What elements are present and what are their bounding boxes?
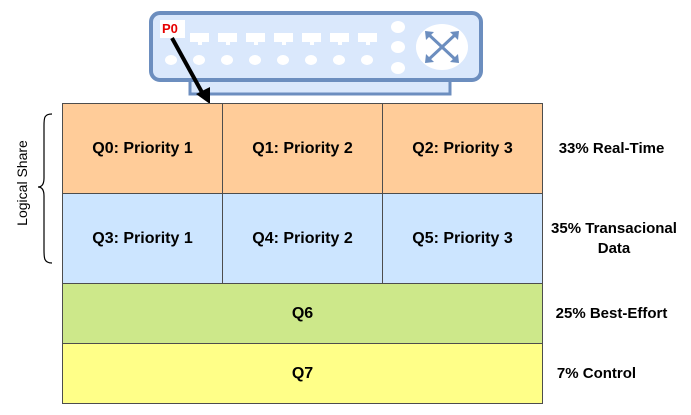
port-p0-highlight bbox=[160, 20, 185, 38]
device-port-row-top bbox=[190, 33, 377, 45]
queue-cell-q1: Q1: Priority 2 bbox=[222, 103, 383, 194]
router-icon bbox=[416, 24, 468, 70]
share-label-control: 7% Control bbox=[556, 364, 637, 382]
queue-cell-q5: Q5: Priority 3 bbox=[382, 193, 543, 284]
queue-cell-q6: Q6 bbox=[62, 283, 543, 344]
queue-cell-q2: Q2: Priority 3 bbox=[382, 103, 543, 194]
flow-arrow bbox=[170, 37, 210, 104]
share-label-transactional: 35% Transacional Data bbox=[551, 219, 677, 257]
queue-cell-q7: Q7 bbox=[62, 343, 543, 404]
queue-cell-q4: Q4: Priority 2 bbox=[222, 193, 383, 284]
share-label-real-time: 33% Real-Time bbox=[558, 139, 665, 157]
device-foot bbox=[188, 78, 452, 96]
network-device bbox=[149, 11, 483, 104]
queue-cell-q0: Q0: Priority 1 bbox=[62, 103, 223, 194]
queue-cell-q3: Q3: Priority 1 bbox=[62, 193, 223, 284]
logical-share-label: Logical Share bbox=[14, 140, 30, 226]
logical-share-brace bbox=[37, 113, 53, 264]
device-led-row bbox=[165, 55, 373, 65]
port-label: P0 bbox=[162, 21, 178, 36]
device-status-leds bbox=[391, 21, 405, 74]
share-label-best-effort: 25% Best-Effort bbox=[555, 304, 668, 322]
